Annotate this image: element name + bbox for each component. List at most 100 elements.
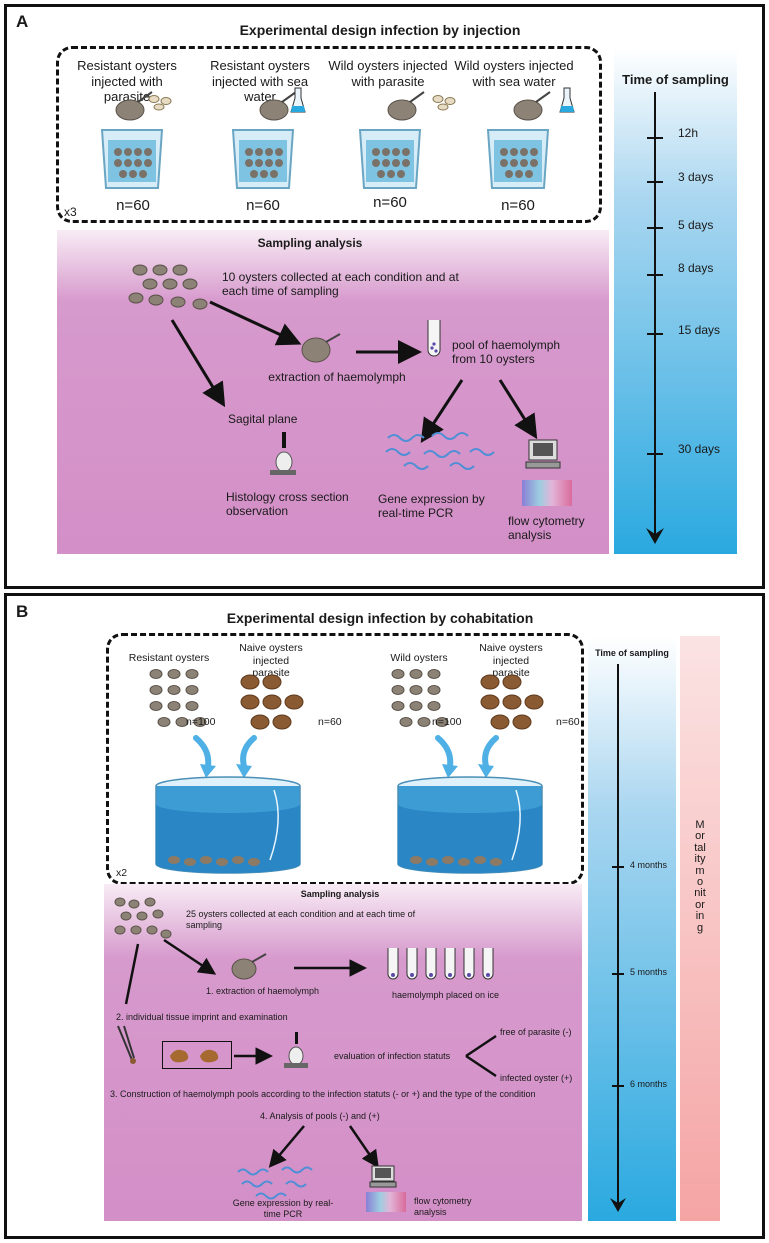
microscope-icon [270, 432, 296, 475]
free-of-parasite-text: free of parasite (-) [500, 1027, 572, 1037]
timeline-tick [612, 866, 624, 868]
flow-cytometry-text: flow cytometry analysis [508, 514, 585, 543]
panel-a-letter: A [16, 12, 29, 31]
oyster-syringe-icon [259, 91, 297, 121]
ice-text: haemolymph placed on ice [392, 990, 500, 1000]
tissue-imprint-text: 2. individual tissue imprint and examina… [116, 1012, 288, 1022]
mortality-bar [680, 636, 720, 1221]
timeline-tick-label: 6 months [630, 1079, 668, 1089]
timeline-axis [654, 92, 656, 536]
cohabitation-tank-icon [155, 776, 301, 874]
oyster-syringe-icon [115, 91, 153, 121]
timeline-tick [647, 453, 663, 455]
timeline-arrowhead [646, 528, 664, 544]
flow-arrows [170, 300, 538, 444]
timeline-tick [612, 973, 624, 975]
timeline-axis [617, 664, 619, 1206]
group-label: Resistant oysters [128, 652, 210, 664]
condition-count: n=60 [246, 197, 280, 214]
infected-oyster-group-icon [480, 674, 544, 730]
tweezers-icon [117, 1025, 136, 1064]
group-label: Wild oysters [390, 652, 448, 664]
panel-b-title: Experimental design infection by cohabit… [226, 610, 534, 626]
gene-expression-text: Gene expression by real-time PCR [378, 492, 485, 521]
timeline-tick [647, 181, 663, 183]
microscope-icon [284, 1032, 308, 1068]
oyster-syringe-icon [513, 91, 551, 121]
pool-analysis-text: 4. Analysis of pools (-) and (+) [260, 1111, 380, 1121]
gene-expression-text: Gene expression by real-time PCR [232, 1198, 334, 1219]
timeline-tick-label: 3 days [678, 170, 714, 184]
tank-icon [100, 129, 164, 189]
extraction-text: extraction of haemolymph [268, 370, 406, 384]
timeline-tick-label: 4 months [630, 860, 668, 870]
condition-count: n=60 [373, 194, 407, 211]
condition-count: n=60 [501, 197, 535, 214]
sampling-title: Sampling analysis [257, 236, 363, 250]
timeline-tick-label: 12h [678, 126, 699, 140]
timeline-tick [647, 227, 663, 229]
oyster-group-icon [149, 669, 207, 727]
histology-text: Histology cross section observation [226, 490, 349, 519]
timeline-title: Time of sampling [595, 648, 669, 658]
tissue-slide [162, 1041, 232, 1069]
pool-text: pool of haemolymph from 10 oysters [452, 338, 561, 367]
seawater-flask-icon [559, 87, 575, 113]
flow-cytometry-text: flow cytometry analysis [414, 1196, 472, 1217]
pool-construction-text: 3. Construction of haemolymph pools acco… [110, 1089, 536, 1099]
group-count: n=100 [186, 716, 216, 728]
timeline-tick [647, 333, 663, 335]
timeline-tick-label: 8 days [678, 261, 714, 275]
mortality-label: Mortality monitoring [694, 819, 706, 934]
evaluation-text: evaluation of infection statuts [334, 1051, 451, 1061]
collect-text: 25 oysters collected at each condition a… [186, 909, 416, 930]
condition-count: n=60 [116, 197, 150, 214]
group-count: n=60 [556, 716, 580, 728]
condition-label: Resistant oysters injected with parasite [77, 58, 177, 105]
oyster-group-icon [391, 669, 449, 727]
cytometry-spectrum-icon [366, 1192, 406, 1212]
condition-label: Wild oysters injected with parasite [328, 58, 448, 89]
oyster-syringe-icon [231, 953, 267, 980]
oyster-group-icon [114, 897, 172, 939]
timeline-arrowhead [610, 1198, 626, 1212]
extraction-text: 1. extraction of haemolymph [206, 986, 320, 996]
group-label: Naive oysters injected parasite [479, 642, 543, 680]
dna-strands-icon [385, 432, 495, 470]
collect-text: 10 oysters collected at each condition a… [222, 270, 459, 299]
timeline-tick-label: 15 days [678, 323, 721, 337]
tank-icon [231, 129, 295, 189]
group-label: Naive oysters injected parasite [239, 642, 303, 680]
infected-oyster-text: infected oyster (+) [500, 1073, 573, 1083]
condition-label: Wild oysters injected with sea water [454, 58, 574, 89]
timeline-tick-label: 30 days [678, 442, 721, 456]
cohabitation-tank-icon [397, 776, 543, 874]
sagital-text: Sagital plane [228, 412, 298, 426]
panel-a-title: Experimental design infection by injecti… [239, 22, 521, 38]
group-box [106, 633, 584, 885]
tube-icon [427, 320, 441, 357]
cytometry-spectrum-icon [522, 480, 572, 506]
infected-oyster-group-icon [240, 674, 304, 730]
computer-icon [369, 1165, 397, 1188]
group-count: n=100 [432, 716, 462, 728]
group-count: n=60 [318, 716, 342, 728]
timeline-tick [612, 1085, 624, 1087]
timeline-title: Time of sampling [622, 72, 729, 87]
timeline-tick [647, 274, 663, 276]
tissue-imprint-icon [170, 1049, 219, 1063]
timeline-tick-label: 5 months [630, 967, 668, 977]
timeline-bar [614, 48, 737, 554]
panel-b-letter: B [16, 602, 29, 621]
replicates-label: x3 [64, 205, 77, 219]
parasite-cells-icon [148, 95, 172, 111]
tubes-on-ice-icon [387, 948, 494, 980]
computer-icon [525, 439, 561, 469]
condition-label: Resistant oysters injected with sea wate… [210, 58, 310, 105]
blue-transfer-arrows [193, 735, 499, 778]
replicates-label: x2 [116, 867, 128, 879]
timeline-bar [588, 636, 676, 1221]
oyster-group-icon [128, 264, 208, 310]
parasite-cells-icon [432, 95, 456, 111]
